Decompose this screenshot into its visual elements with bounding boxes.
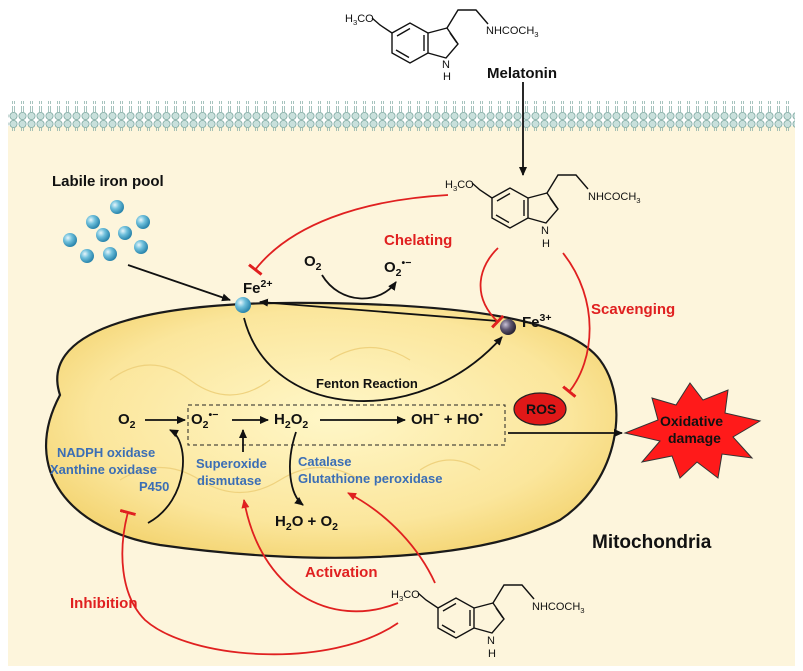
- nh-h-label-middle: H: [542, 238, 550, 250]
- scavenging-label: Scavenging: [591, 301, 676, 318]
- iron-pool-arrow: [127, 264, 231, 302]
- methoxy-label-middle: H3CO: [445, 179, 474, 194]
- melatonin-structure-top: [371, 9, 489, 64]
- melatonin-structure-bottom: [417, 584, 535, 639]
- nadph-oxidase-label: NADPH oxidase: [57, 445, 156, 460]
- methoxy-label-top: H3CO: [345, 13, 374, 28]
- hydroxyl-label: OH− + HO•: [411, 409, 483, 428]
- ros-label: ROS: [526, 401, 557, 417]
- fe2-ion: [235, 297, 251, 313]
- water-oxygen-label: H2O + O2: [275, 513, 338, 533]
- labile-iron-pool-label: Labile iron pool: [52, 173, 164, 190]
- o2-label-mito: O2: [118, 411, 136, 431]
- fe2-label: Fe2+: [243, 278, 273, 297]
- chelating-fe2-inhibitor: [248, 194, 449, 276]
- cell-membrane: [8, 101, 795, 131]
- chelating-label: Chelating: [384, 232, 453, 249]
- enzyme-to-superoxide-curve: [147, 429, 184, 524]
- melatonin-structure-middle: [471, 174, 589, 229]
- inhibition-label: Inhibition: [70, 595, 138, 612]
- scavenging-inhibitor: [562, 252, 591, 398]
- nh-label-top: N: [442, 59, 450, 71]
- activation-catalase-curve: [347, 492, 436, 584]
- nh-label-middle: N: [541, 225, 549, 237]
- ros-cycle-box: [187, 404, 506, 446]
- labile-iron-balls: [63, 200, 150, 263]
- xanthine-oxidase-label: Xanthine oxidase: [50, 462, 157, 477]
- superoxide-label-mito: O2•−: [191, 409, 219, 431]
- p450-label: P450: [139, 479, 170, 494]
- fe3-to-fe2-arrow: [259, 298, 499, 322]
- inhibition-curve: [119, 508, 399, 656]
- melatonin-title: Melatonin: [487, 65, 557, 82]
- superoxide-label-cytoplasm: O2•−: [384, 257, 412, 279]
- amide-label-bottom: NHCOCH3: [532, 601, 585, 616]
- cristae: [109, 346, 481, 494]
- amide-label-middle: NHCOCH3: [588, 191, 641, 206]
- nh-h-label-bottom: H: [488, 648, 496, 660]
- ros-ellipse: [513, 392, 567, 426]
- nh-h-label-top: H: [443, 71, 451, 83]
- oxidative-damage-star: [623, 382, 762, 479]
- oxidative-damage-line2: damage: [668, 430, 721, 446]
- catalase-label: Catalase: [298, 454, 352, 469]
- o2-superoxide-curve: [321, 274, 397, 300]
- h2o2-label: H2O2: [274, 411, 309, 431]
- fe3-ion: [500, 319, 516, 335]
- oxidative-damage-line1: Oxidative: [660, 413, 724, 429]
- mitochondria-label: Mitochondria: [592, 532, 712, 553]
- activation-sod-curve: [241, 499, 399, 613]
- fe3-label: Fe3+: [522, 312, 552, 331]
- activation-label: Activation: [305, 564, 378, 581]
- methoxy-label-bottom: H3CO: [391, 589, 420, 604]
- chelating-fe3-inhibitor: [479, 247, 505, 329]
- fenton-arrow: [243, 317, 503, 402]
- sod-label-line2: dismutase: [197, 473, 262, 488]
- h2o2-to-water-curve: [289, 431, 304, 506]
- glutathione-peroxidase-label: Glutathione peroxidase: [298, 471, 443, 486]
- mitochondrion: [44, 301, 618, 559]
- o2-label-cytoplasm: O2: [304, 253, 322, 273]
- fenton-reaction-label: Fenton Reaction: [316, 376, 418, 391]
- sod-label-line1: Superoxide: [196, 456, 267, 471]
- nh-label-bottom: N: [487, 635, 495, 647]
- amide-label-top: NHCOCH3: [486, 25, 539, 40]
